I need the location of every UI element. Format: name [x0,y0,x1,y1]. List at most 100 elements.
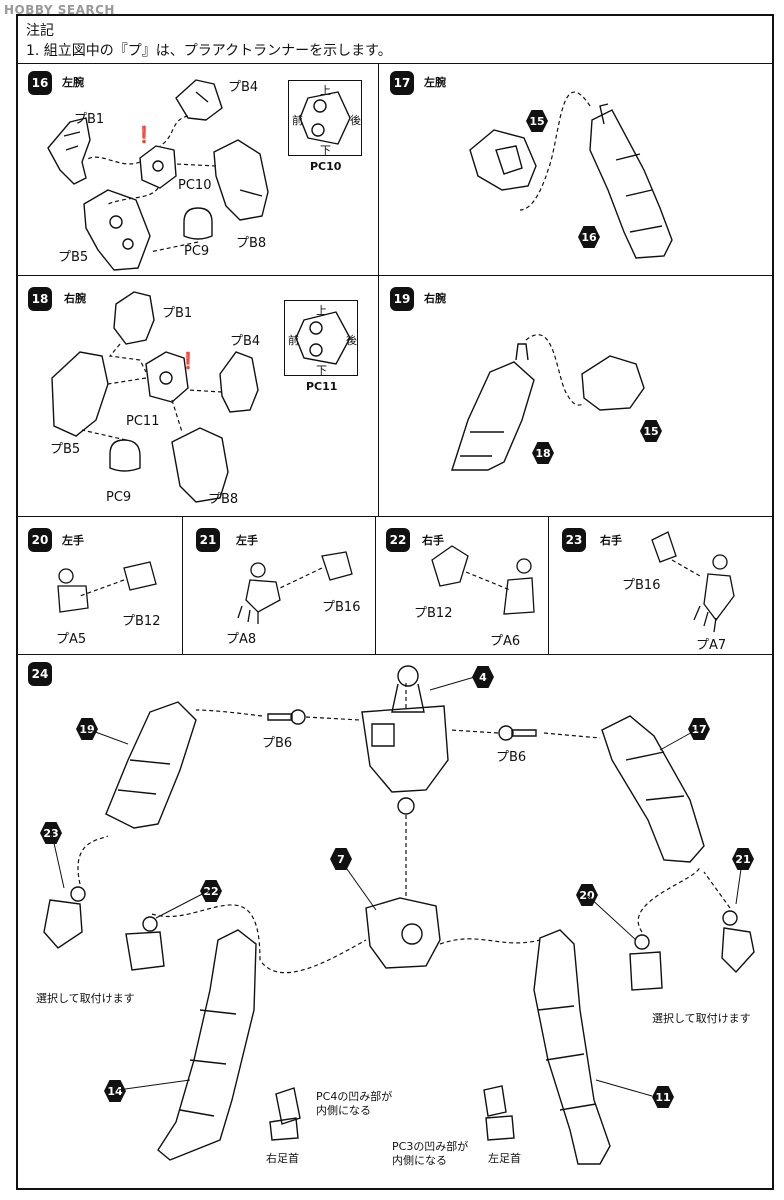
ref-badge: 4 [472,666,494,688]
part-label: プB8 [208,492,239,507]
part-label: プA5 [56,632,87,647]
pc10-shape [299,91,351,145]
pc10-name: PC10 [310,160,342,173]
part-b8-16 [213,139,269,221]
step-16-badge: 16 [28,71,52,95]
ref-badge: 15 [526,110,548,132]
step-17-badge: 17 [390,71,414,95]
step-23-title: 右手 [600,534,622,547]
step-23-badge: 23 [562,528,586,552]
hand-a8 [245,579,281,613]
part-label: プA6 [490,634,521,649]
part-b4-18 [219,351,259,413]
divider [16,63,774,64]
part-b4-16 [175,79,223,121]
part-label: プB5 [58,250,89,265]
divider [16,516,774,517]
part-label: プB16 [322,600,361,615]
select-note-right: 選択して取付けます [652,1012,751,1025]
left-ankle-label: 左足首 [488,1152,521,1165]
arm-19-24 [105,701,197,829]
step-20-badge: 20 [28,528,52,552]
pc11-shape [295,311,351,365]
part-label: PC9 [106,490,132,505]
step-20-title: 左手 [62,534,84,547]
arm-16-17 [589,109,673,259]
step-19-badge: 19 [390,287,414,311]
part-b1-18 [113,291,155,345]
part-label: プA7 [696,638,727,653]
part-label: PC9 [184,244,210,259]
part-label: プB1 [162,306,193,321]
ref-badge: 23 [40,822,62,844]
ref-badge: 16 [578,226,600,248]
waist-7 [365,897,441,969]
step-16-title: 左腕 [62,76,84,89]
step-21-title: 左手 [236,534,258,547]
step-18-title: 右腕 [64,292,86,305]
part-label: プB12 [122,614,161,629]
step-22-badge: 22 [386,528,410,552]
arm-18-19 [451,361,535,471]
ref-badge: 19 [76,718,98,740]
ref-badge: 14 [104,1080,126,1102]
ref-badge: 21 [732,848,754,870]
part-b8-18 [171,427,229,503]
torso-4 [361,705,449,793]
pc-right: 後 [346,334,357,347]
part-b1-16 [47,117,91,185]
ref-badge: 11 [652,1086,674,1108]
leg-14 [157,929,257,1161]
step-17-title: 左腕 [424,76,446,89]
part-label: プB6 [262,736,293,751]
divider [548,516,549,654]
svg-text:❗: ❗ [134,125,154,144]
part-label: プA8 [226,632,257,647]
ref-badge: 7 [330,848,352,870]
leg-11 [533,929,611,1165]
part-label: プB12 [414,606,453,621]
page-frame [16,14,774,1190]
pc9-16 [183,207,213,240]
part-label: PC10 [178,178,212,193]
part-label: プB8 [236,236,267,251]
pc-bottom: 下 [316,364,327,377]
divider [16,654,774,655]
notes-line-1: 1. 組立図中の『プ』は、プラアクトランナーを示します。 [26,43,392,59]
pc-left: 前 [288,334,299,347]
hand-a6 [503,577,535,615]
hand-a5 [57,585,89,613]
pc-top: 上 [316,304,327,317]
arm-15-17 [469,129,537,191]
part-b5-16 [83,189,151,271]
divider [375,516,376,654]
part-label: プB6 [496,750,527,765]
ref-badge: 15 [640,420,662,442]
pc10-diagram [288,80,362,156]
pc10-part [139,145,177,189]
step-24-badge: 24 [28,662,52,686]
ref-badge: 18 [532,442,554,464]
part-label: プB5 [50,442,81,457]
step-22-title: 右手 [422,534,444,547]
divider [378,63,379,516]
part-label: プB4 [228,80,259,95]
pc3-note: PC3の凹み部が内側になる [392,1140,469,1167]
step-18-badge: 18 [28,287,52,311]
pc11-part [145,351,189,403]
svg-text:❗: ❗ [178,351,198,370]
part-b12-22 [431,545,469,587]
ref-badge: 17 [688,718,710,740]
right-ankle-label: 右足首 [266,1152,299,1165]
pc-bottom: 下 [320,144,331,157]
arm-15-19 [581,355,645,411]
watermark: HOBBY SEARCH [4,3,115,17]
part-b16-21 [321,551,353,581]
part-b16-23 [651,531,677,563]
divider [182,516,183,654]
pc-left: 前 [292,114,303,127]
pc11-diagram [284,300,358,376]
pc-right: 後 [350,114,361,127]
notes-title: 注記 [26,23,54,39]
